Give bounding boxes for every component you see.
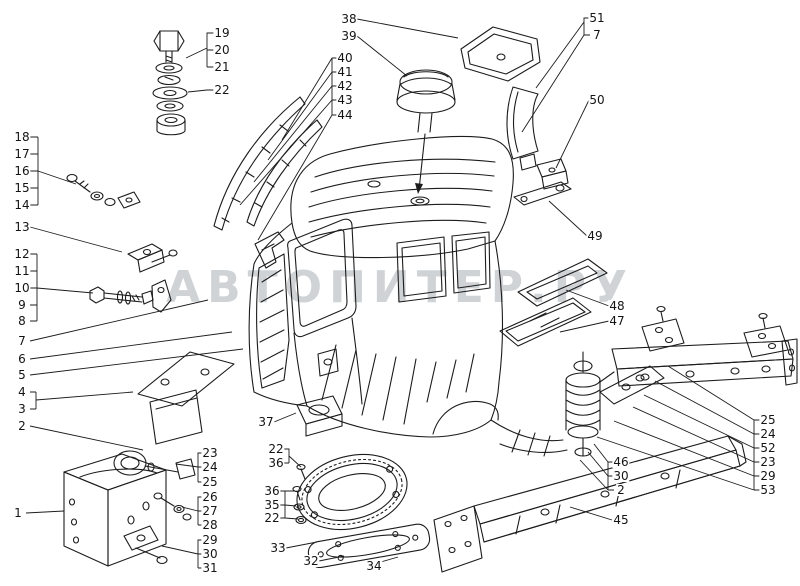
part-label-11: 11 xyxy=(13,264,31,278)
lower-crossmember-part xyxy=(433,435,747,573)
upper-crossmember-part xyxy=(611,305,798,387)
fasteners-part-26-28 xyxy=(153,492,192,521)
part-label-2: 2 xyxy=(17,419,27,433)
part-label-2: 2 xyxy=(616,483,626,497)
part-label-26: 26 xyxy=(201,490,219,504)
deflector-part xyxy=(506,86,539,171)
window-seal-part xyxy=(517,258,608,307)
part-label-22: 22 xyxy=(213,83,231,97)
window-glass-part xyxy=(499,297,592,347)
part-label-17: 17 xyxy=(13,147,31,161)
part-label-36: 36 xyxy=(267,456,285,470)
small-fasteners-part xyxy=(292,463,307,525)
part-label-29: 29 xyxy=(759,469,777,483)
part-label-27: 27 xyxy=(201,504,219,518)
part-label-48: 48 xyxy=(608,299,626,313)
part-label-24: 24 xyxy=(759,427,777,441)
part-label-35: 35 xyxy=(263,498,281,512)
part-label-53: 53 xyxy=(759,483,777,497)
bracket-part-50 xyxy=(536,158,569,190)
part-label-13: 13 xyxy=(13,220,31,234)
latch-part xyxy=(123,525,168,565)
step-bracket-part xyxy=(296,395,343,437)
roof-hatch-part xyxy=(460,26,541,82)
clamp-part xyxy=(127,243,178,273)
part-label-7: 7 xyxy=(17,334,27,348)
part-label-23: 23 xyxy=(201,446,219,460)
part-label-42: 42 xyxy=(336,79,354,93)
fastener-set-part xyxy=(66,173,141,209)
part-label-24: 24 xyxy=(201,460,219,474)
part-label-41: 41 xyxy=(336,65,354,79)
part-label-36: 36 xyxy=(263,484,281,498)
part-label-29: 29 xyxy=(201,533,219,547)
part-label-5: 5 xyxy=(17,368,27,382)
part-label-30: 30 xyxy=(201,547,219,561)
part-label-22: 22 xyxy=(263,511,281,525)
part-label-33: 33 xyxy=(269,541,287,555)
part-label-38: 38 xyxy=(340,12,358,26)
part-label-28: 28 xyxy=(201,518,219,532)
part-label-10: 10 xyxy=(13,281,31,295)
part-label-21: 21 xyxy=(213,60,231,74)
part-label-7: 7 xyxy=(592,28,602,42)
part-label-32: 32 xyxy=(302,554,320,568)
bolt-stack-part xyxy=(152,30,188,136)
part-label-20: 20 xyxy=(213,43,231,57)
part-label-44: 44 xyxy=(336,108,354,122)
part-label-4: 4 xyxy=(17,385,27,399)
watermark: АВТОПИТЕР.РУ xyxy=(166,262,634,313)
part-label-30: 30 xyxy=(612,469,630,483)
part-label-34: 34 xyxy=(365,559,383,573)
part-label-47: 47 xyxy=(608,314,626,328)
part-label-14: 14 xyxy=(13,198,31,212)
part-label-1: 1 xyxy=(13,506,23,520)
part-label-15: 15 xyxy=(13,181,31,195)
part-label-9: 9 xyxy=(17,298,27,312)
arm-part-49 xyxy=(513,181,572,206)
part-label-6: 6 xyxy=(17,352,27,366)
lamp-part xyxy=(113,450,196,480)
part-label-25: 25 xyxy=(759,413,777,427)
part-label-22: 22 xyxy=(267,442,285,456)
part-label-43: 43 xyxy=(336,93,354,107)
part-label-39: 39 xyxy=(340,29,358,43)
part-label-8: 8 xyxy=(17,314,27,328)
part-label-37: 37 xyxy=(257,415,275,429)
part-label-16: 16 xyxy=(13,164,31,178)
part-label-49: 49 xyxy=(586,229,604,243)
part-label-31: 31 xyxy=(201,561,219,575)
part-label-19: 19 xyxy=(213,26,231,40)
part-label-12: 12 xyxy=(13,247,31,261)
part-label-51: 51 xyxy=(588,11,606,25)
mudflap-bracket-part xyxy=(137,351,235,445)
part-label-50: 50 xyxy=(588,93,606,107)
part-label-23: 23 xyxy=(759,455,777,469)
leader-lines xyxy=(25,17,760,569)
part-label-3: 3 xyxy=(17,402,27,416)
part-label-52: 52 xyxy=(759,441,777,455)
part-label-46: 46 xyxy=(612,455,630,469)
part-label-18: 18 xyxy=(13,130,31,144)
part-label-45: 45 xyxy=(612,513,630,527)
vent-cap-part xyxy=(396,69,456,194)
part-label-25: 25 xyxy=(201,475,219,489)
part-label-40: 40 xyxy=(336,51,354,65)
shock-absorber-part xyxy=(565,351,665,457)
bolt-assembly-part xyxy=(89,279,172,313)
cab-drawing xyxy=(248,136,568,457)
